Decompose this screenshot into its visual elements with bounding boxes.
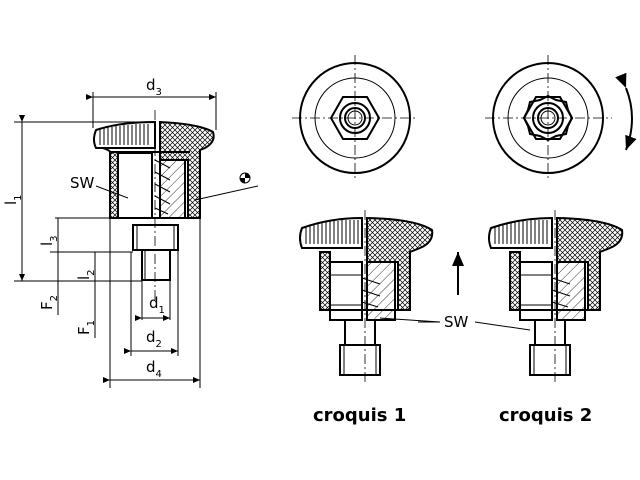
label-sw-left: SW — [70, 174, 95, 192]
label-d4: d — [146, 358, 156, 376]
caption-sketch-2: croquis 2 — [499, 405, 592, 426]
label-l1: l — [2, 201, 20, 205]
svg-text:d3: d3 — [146, 76, 162, 98]
rotation-arrow-icon — [615, 72, 637, 151]
svg-text:d2: d2 — [146, 328, 162, 350]
dimension-labels: d3 l1 l3 l2 F2 F1 d1 d2 d4 SW — [2, 76, 165, 380]
top-view-1 — [292, 55, 418, 180]
label-sw-right: SW — [444, 313, 469, 331]
knurl-lines — [99, 124, 149, 145]
label-F1: F — [75, 326, 93, 335]
svg-text:d4: d4 — [146, 358, 162, 380]
label-d2: d — [146, 328, 156, 346]
svg-text:F2: F2 — [38, 295, 60, 310]
sketch-1-section — [299, 210, 464, 385]
label-d3: d — [146, 76, 156, 94]
svg-text:F1: F1 — [75, 320, 97, 335]
svg-text:d1: d1 — [149, 294, 165, 316]
label-l3: l — [38, 242, 56, 246]
label-l2: l — [75, 276, 93, 280]
label-F2: F — [38, 301, 56, 310]
svg-text:l1: l1 — [2, 194, 24, 205]
svg-text:l3: l3 — [38, 235, 60, 246]
label-d1: d — [149, 294, 159, 312]
sketch-2-section — [379, 210, 624, 385]
caption-sketch-1: croquis 1 — [313, 405, 406, 426]
svg-text:l2: l2 — [75, 269, 97, 280]
main-section-view — [14, 92, 259, 388]
top-view-2 — [485, 55, 637, 180]
